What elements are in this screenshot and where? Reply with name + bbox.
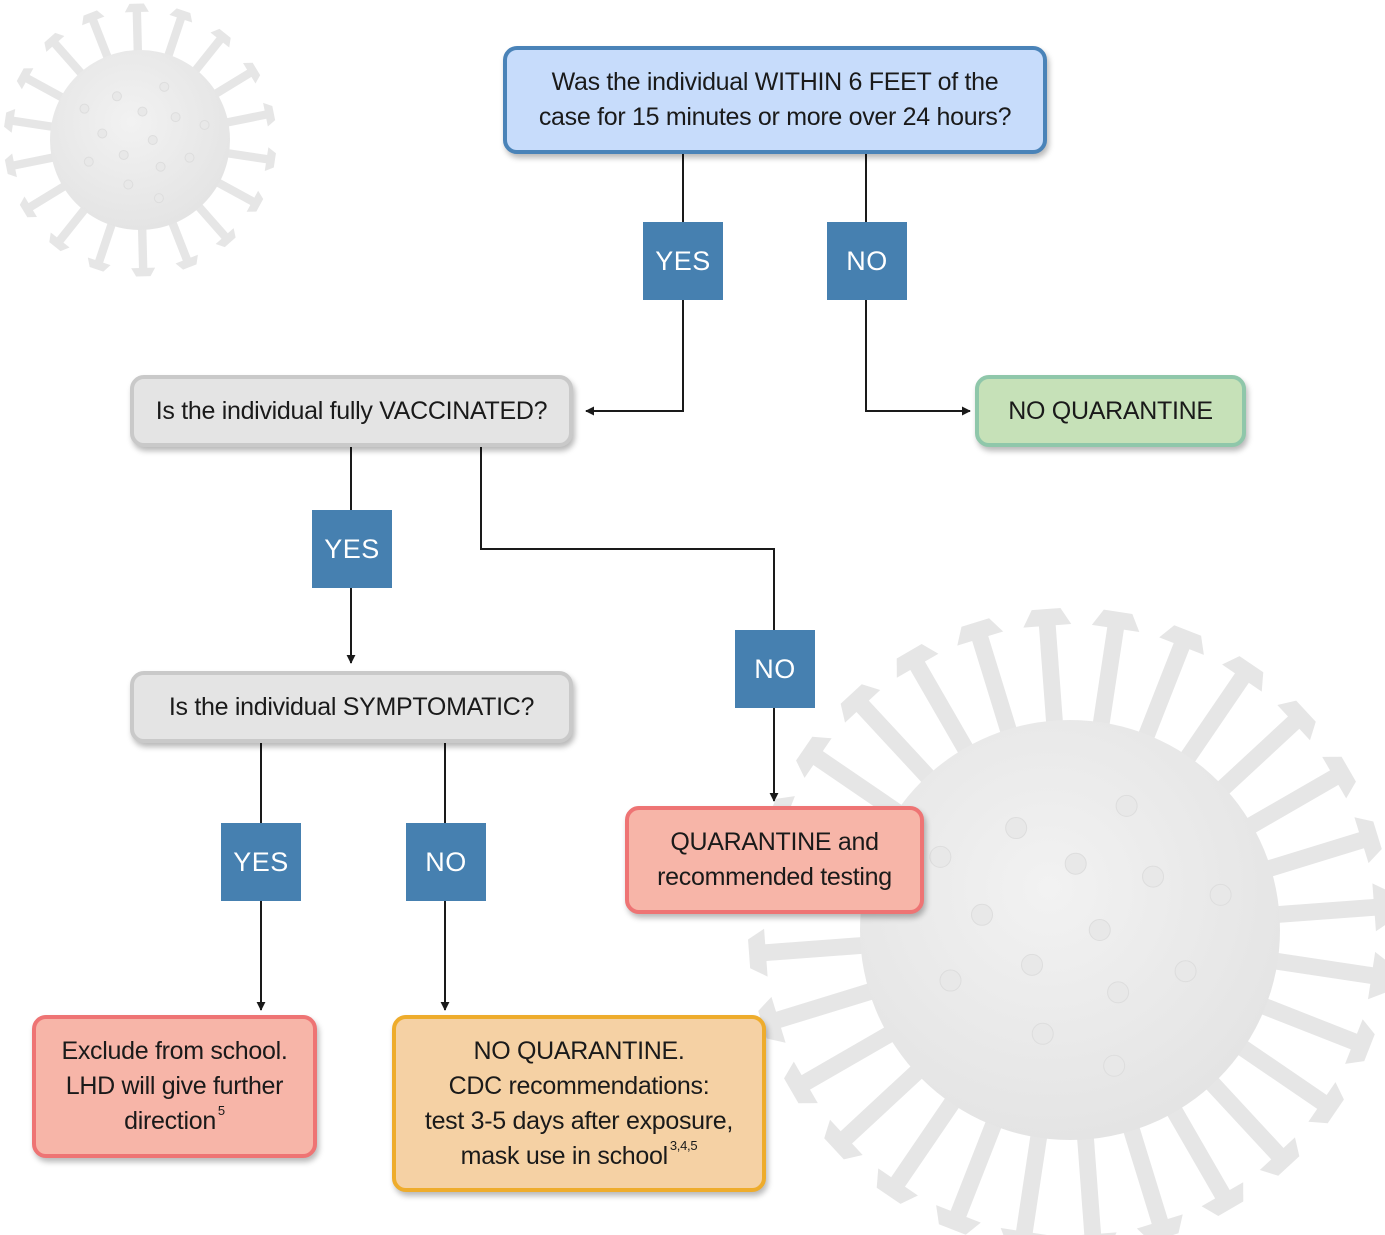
virus-icon <box>748 608 1385 1235</box>
connector-q2-no <box>480 446 775 630</box>
result-exclude-from-school: Exclude from school. LHD will give furth… <box>32 1015 317 1158</box>
no-label: NO <box>827 222 907 300</box>
footnote-reference: 5 <box>217 1103 225 1118</box>
result-text: mask use in school <box>460 1141 669 1170</box>
result-text-line: QUARANTINE and <box>670 828 879 856</box>
question-fully-vaccinated: Is the individual fully VACCINATED? <box>130 375 573 447</box>
result-text: direction <box>124 1107 216 1135</box>
connector-q1-no-to-result <box>865 300 971 416</box>
question-text-line: case for 15 minutes or more over 24 hour… <box>538 103 1012 131</box>
result-quarantine-testing: QUARANTINE and recommended testing <box>625 806 924 914</box>
question-text-line: Was the individual WITHIN 6 FEET of the <box>551 68 999 96</box>
result-text: NO QUARANTINE <box>1008 396 1213 425</box>
result-text-line: NO QUARANTINE. <box>473 1036 685 1065</box>
result-no-quarantine-cdc: NO QUARANTINE. CDC recommendations: test… <box>392 1015 766 1192</box>
result-text-line: LHD will give further <box>65 1072 284 1100</box>
yes-label: YES <box>312 510 392 588</box>
result-no-quarantine: NO QUARANTINE <box>975 375 1246 447</box>
footnote-reference: 3,4,5 <box>669 1137 698 1153</box>
yes-label: YES <box>643 222 723 300</box>
virus-icon <box>4 3 276 277</box>
no-label: NO <box>406 823 486 901</box>
result-text-line: Exclude from school. <box>61 1037 288 1065</box>
result-text-line: CDC recommendations: <box>448 1071 710 1100</box>
connector-q1-yes-to-q2 <box>585 300 684 416</box>
result-text-line: recommended testing <box>657 863 892 891</box>
question-text: Is the individual fully VACCINATED? <box>155 396 548 425</box>
question-within-6-feet: Was the individual WITHIN 6 FEET of the … <box>503 46 1047 154</box>
question-text: Is the individual SYMPTOMATIC? <box>168 692 535 721</box>
no-label: NO <box>735 630 815 708</box>
question-symptomatic: Is the individual SYMPTOMATIC? <box>130 671 573 743</box>
yes-label: YES <box>221 823 301 901</box>
result-text-line: test 3-5 days after exposure, <box>424 1106 734 1135</box>
